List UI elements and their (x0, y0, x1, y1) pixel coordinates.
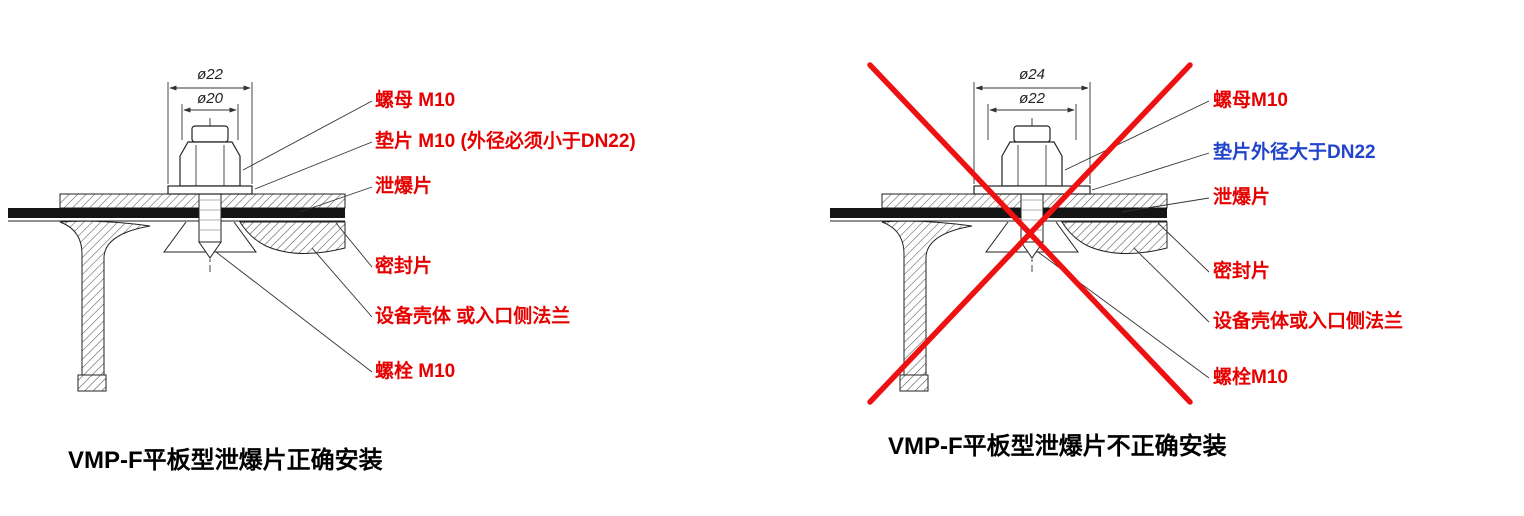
label-washer-left: 垫片 M10 (外径必须小于DN22) (375, 131, 636, 152)
caption-correct: VMP-F平板型泄爆片正确安装 (68, 447, 383, 474)
label-vessel-flange-left: 设备壳体 或入口侧法兰 (375, 306, 571, 327)
dimension-inner-left (181, 104, 239, 140)
label-seal-left: 密封片 (375, 256, 433, 277)
assembly-cross-section (7, 117, 346, 392)
dimension-inner-right (987, 104, 1077, 140)
dim-text-inner-right: ø22 (1019, 90, 1046, 107)
dim-text-inner-left: ø20 (197, 90, 224, 107)
label-nut-right: 螺母M10 (1213, 90, 1288, 111)
label-nut-left: 螺母 M10 (375, 90, 456, 111)
label-washer-right: 垫片外径大于DN22 (1213, 142, 1376, 163)
dim-text-outer-left: ø22 (197, 66, 224, 83)
label-bolt-right: 螺栓M10 (1213, 367, 1288, 388)
leader-lines-left (215, 100, 373, 373)
label-seal-right: 密封片 (1213, 261, 1271, 282)
incorrect-cross-mark (867, 62, 1193, 405)
washer-incorrect (973, 185, 1091, 195)
label-rupture-disc-left: 泄爆片 (375, 176, 433, 197)
label-bolt-left: 螺栓 M10 (375, 361, 456, 382)
caption-incorrect: VMP-F平板型泄爆片不正确安装 (888, 433, 1227, 460)
label-vessel-flange-right: 设备壳体或入口侧法兰 (1213, 311, 1404, 332)
dimension-outer-left (167, 82, 253, 184)
assembly-cross-section (829, 117, 1168, 392)
incorrect-installation-drawing: ø24 ø22 (829, 62, 1210, 405)
label-rupture-disc-right: 泄爆片 (1213, 187, 1271, 208)
correct-installation-drawing: ø22 ø20 (7, 66, 373, 392)
washer-correct (167, 185, 253, 195)
dim-text-outer-right: ø24 (1019, 66, 1045, 83)
